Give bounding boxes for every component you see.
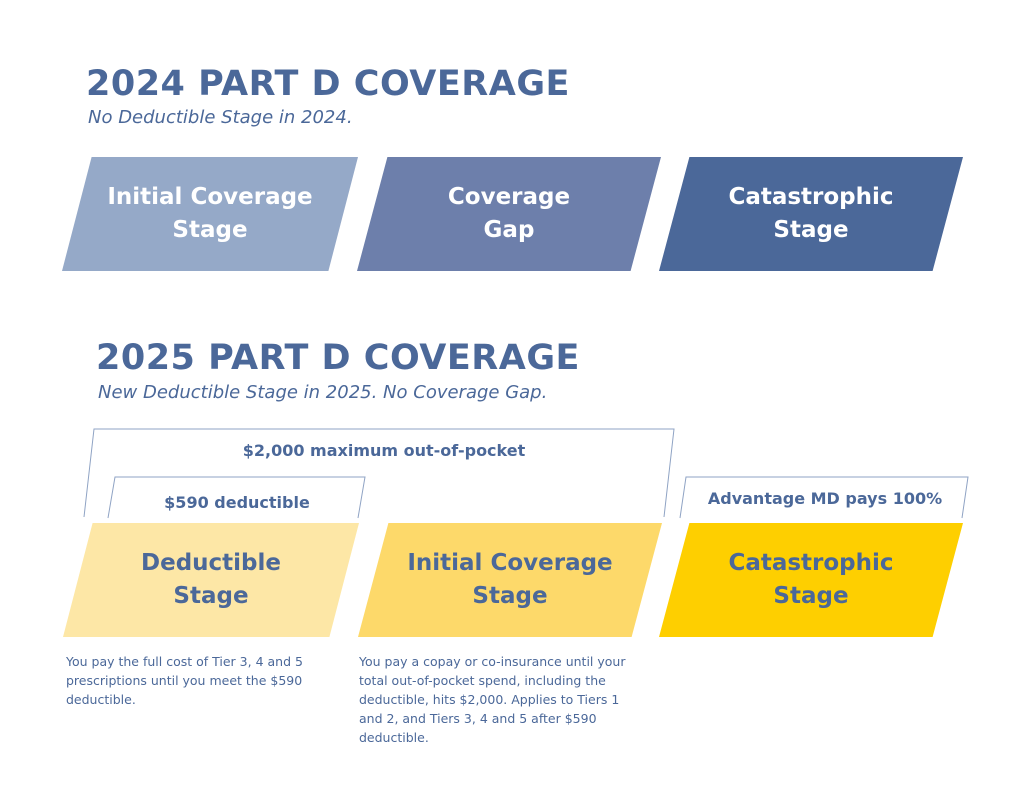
catastrophic-payer-label: Advantage MD pays 100% xyxy=(707,489,943,508)
subtitle-2025: New Deductible Stage in 2025. No Coverag… xyxy=(98,382,548,403)
title-2024: 2024 PART D COVERAGE xyxy=(86,64,570,104)
stage-2025-initial-coverage: Initial Coverage Stage xyxy=(358,523,662,637)
stage-2024-initial-coverage-label: Initial Coverage Stage xyxy=(107,184,313,243)
stage-2024-catastrophic: Catastrophic Stage xyxy=(659,157,963,271)
stage-2025-initial-coverage-label: Initial Coverage Stage xyxy=(407,550,613,609)
deductible-label: $590 deductible xyxy=(164,493,310,512)
stage-2025-catastrophic-label: Catastrophic Stage xyxy=(728,550,894,609)
stage-2025-deductible: Deductible Stage xyxy=(63,523,359,637)
initial-coverage-stage-description: You pay a copay or co-insurance until yo… xyxy=(359,654,626,745)
stage-2024-coverage-gap: Coverage Gap xyxy=(357,157,661,271)
deductible-stage-description: You pay the full cost of Tier 3, 4 and 5… xyxy=(66,654,303,707)
stage-2025-deductible-label: Deductible Stage xyxy=(141,550,281,609)
stage-2024-initial-coverage: Initial Coverage Stage xyxy=(62,157,358,271)
stage-2024-coverage-gap-label: Coverage Gap xyxy=(447,184,571,243)
max-oop-label: $2,000 maximum out-of-pocket xyxy=(242,441,526,460)
title-2025: 2025 PART D COVERAGE xyxy=(96,338,580,378)
subtitle-2024: No Deductible Stage in 2024. xyxy=(88,107,353,128)
stage-2024-catastrophic-label: Catastrophic Stage xyxy=(728,184,894,243)
stage-2025-catastrophic: Catastrophic Stage xyxy=(659,523,963,637)
